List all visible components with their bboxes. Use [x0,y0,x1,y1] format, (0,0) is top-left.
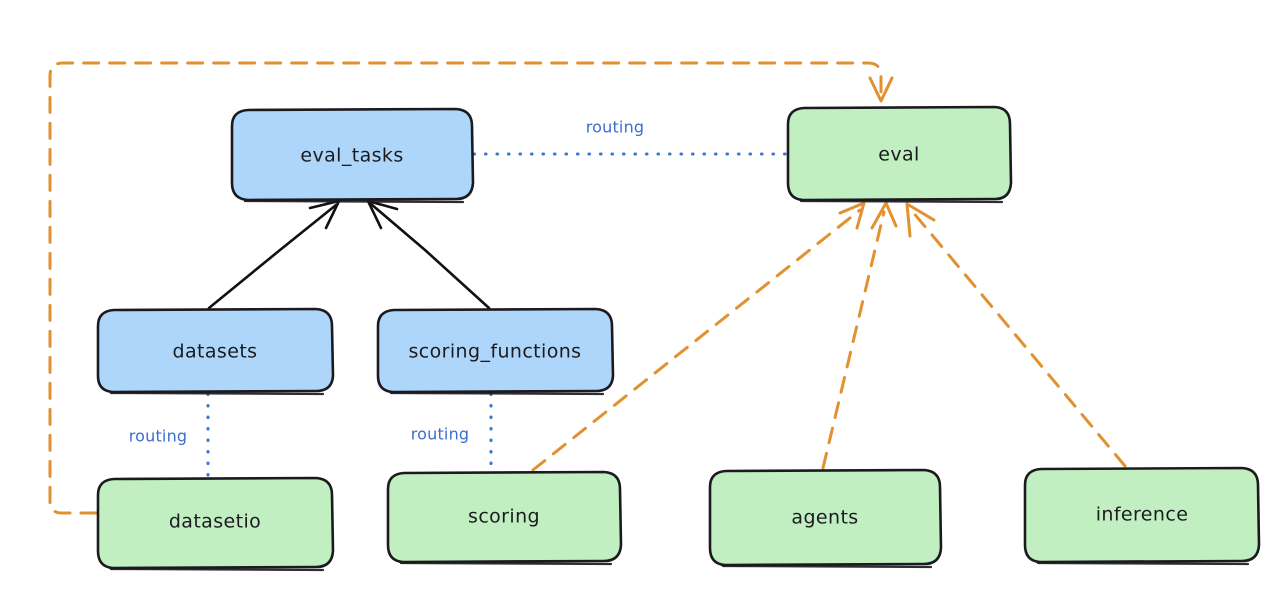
edge-datasets-to-datasetio: routing [129,392,210,480]
node-datasetio[interactable]: datasetio [96,476,335,572]
node-label-inference: inference [1096,504,1189,526]
edge-datasetio-to-eval [48,61,894,515]
node-label-eval: eval [878,144,919,166]
node-layer: eval_tasks eval datasets scoring_functio… [96,105,1261,572]
edge-scoringfunctions-to-scoring: routing [411,392,493,474]
edge-label-routing-datasets: routing [129,427,188,446]
node-label-datasets: datasets [173,341,258,363]
node-datasets[interactable]: datasets [96,307,335,396]
node-inference[interactable]: inference [1023,466,1261,566]
edge-layer: routing routing routing [48,61,1127,515]
node-label-scoring-functions: scoring_functions [409,341,582,363]
node-label-agents: agents [791,507,858,529]
edge-datasets-to-evaltasks [207,199,341,310]
edge-label-routing-scoringfunctions: routing [411,425,470,444]
node-label-scoring: scoring [468,506,540,528]
node-scoring-functions[interactable]: scoring_functions [376,307,615,396]
node-eval-tasks[interactable]: eval_tasks [230,107,475,204]
node-scoring[interactable]: scoring [386,470,623,566]
node-eval[interactable]: eval [786,105,1013,204]
edge-scoring-to-eval [531,201,866,472]
edge-evaltasks-to-eval: routing [472,118,788,156]
edge-label-routing-evaltasks: routing [586,118,645,137]
edge-agents-to-eval [821,201,898,470]
node-agents[interactable]: agents [708,468,943,569]
node-label-eval-tasks: eval_tasks [300,145,403,167]
node-label-datasetio: datasetio [169,511,261,533]
edge-scoringfunctions-to-evaltasks [366,199,491,310]
edge-inference-to-eval [905,202,1127,468]
